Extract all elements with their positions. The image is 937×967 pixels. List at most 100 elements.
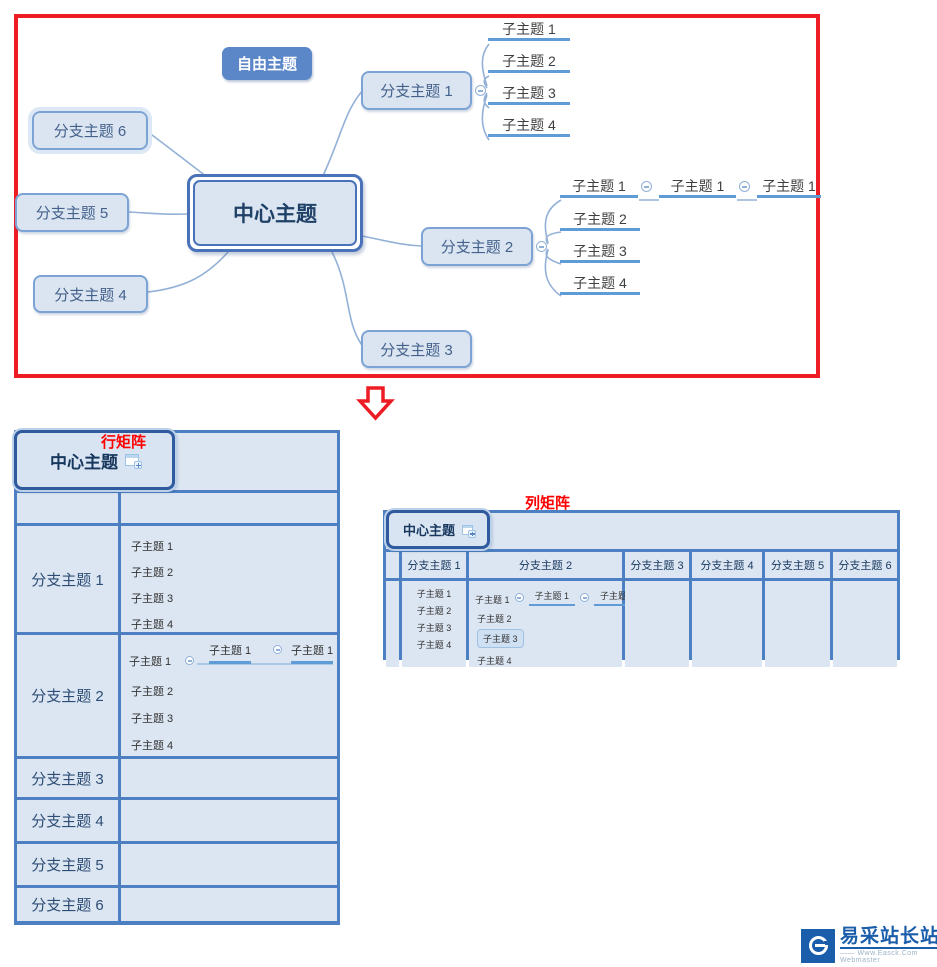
minus-circle-icon[interactable] (739, 181, 750, 192)
row-header-label: 分支主题 1 (31, 571, 104, 589)
subtopic-b1-4[interactable]: 子主题 4 (488, 116, 570, 137)
row-header-label: 分支主题 4 (31, 813, 104, 830)
central-topic[interactable]: 中心主题 (187, 174, 363, 252)
logo-subtitle: —— Www.Easck.Com Webmaster (840, 947, 937, 964)
branch-topic-5-label: 分支主题 5 (35, 205, 109, 222)
cell-subtopic[interactable]: 子主题 4 (416, 640, 452, 650)
minus-circle-icon[interactable] (514, 593, 524, 602)
col-cell-branch-5 (765, 581, 830, 667)
subtopic-label: 子主题 1 (670, 178, 725, 194)
cell-subtopic[interactable]: 子主题 3 (416, 623, 452, 633)
cell-subtopic[interactable]: 子主题 2 (131, 567, 174, 579)
row-cell-branch-3 (121, 759, 337, 797)
row-cell-branch-5 (121, 844, 337, 885)
row-header-branch-6[interactable]: 分支主题 6 (17, 888, 118, 921)
row-header-label: 分支主题 5 (31, 857, 104, 874)
col-header-label: 分支主题 3 (630, 560, 684, 572)
row-cell-branch-6 (121, 888, 337, 921)
subtopic-b1-3[interactable]: 子主题 3 (488, 84, 570, 105)
col-header-branch-4[interactable]: 分支主题 4 (692, 552, 762, 578)
free-topic[interactable]: 自由主题 (222, 47, 312, 80)
row-matrix-central-topic-label: 中心主题 (50, 452, 118, 472)
subtopic-b2-chain-2[interactable]: 子主题 1 (659, 177, 736, 198)
row-header-branch-1[interactable]: 分支主题 1 (17, 526, 118, 632)
insert-table-icon[interactable] (125, 454, 142, 469)
subtopic-b1-1[interactable]: 子主题 1 (488, 20, 570, 41)
row-header-branch-2[interactable]: 分支主题 2 (17, 635, 118, 756)
subtopic-label: 子主题 2 (573, 211, 627, 227)
minus-circle-icon[interactable] (580, 593, 590, 602)
row-header-label: 分支主题 2 (31, 688, 104, 705)
row-header-branch-3[interactable]: 分支主题 3 (17, 759, 118, 797)
col-header-branch-3[interactable]: 分支主题 3 (625, 552, 689, 578)
minus-circle-icon[interactable] (185, 656, 194, 665)
subtopic-label: 子主题 2 (502, 53, 556, 69)
branch-topic-1[interactable]: 分支主题 1 (361, 71, 472, 110)
subtopic-label: 子主题 1 (502, 21, 556, 37)
branch-topic-3[interactable]: 分支主题 3 (361, 330, 472, 368)
branch-topic-1-label: 分支主题 1 (380, 83, 453, 100)
col-header-branch-1[interactable]: 分支主题 1 (402, 552, 466, 578)
row-matrix-central-topic[interactable]: 中心主题 (14, 430, 175, 490)
cell-subtopic[interactable]: 子主题 2 (477, 614, 512, 624)
cell-subtopic[interactable]: 子主题 4 (131, 740, 174, 752)
col-matrix-empty-corner (386, 552, 399, 578)
logo-title: 易采站长站 (840, 926, 937, 947)
col-cell-branch-6 (833, 581, 897, 667)
col-header-branch-6[interactable]: 分支主题 6 (833, 552, 897, 578)
cell-subtopic[interactable]: 子主题 4 (477, 656, 512, 666)
subtopic-b2-chain-3[interactable]: 子主题 1 (757, 177, 821, 198)
row-cell-branch-1: 子主题 1 子主题 2 子主题 3 子主题 4 (121, 526, 337, 632)
cell-subtopic-selected[interactable]: 子主题 3 (477, 629, 524, 648)
col-header-label: 分支主题 5 (770, 560, 825, 572)
branch-topic-2[interactable]: 分支主题 2 (421, 227, 533, 266)
subtopic-b2-4[interactable]: 子主题 4 (560, 274, 640, 295)
row-matrix-empty-corner (17, 493, 118, 523)
branch-topic-6[interactable]: 分支主题 6 (28, 107, 152, 154)
col-matrix-central-topic-label: 中心主题 (402, 523, 455, 538)
subtopic-label: 子主题 4 (573, 275, 627, 291)
branch-topic-5[interactable]: 分支主题 5 (15, 193, 129, 232)
cell-subtopic[interactable]: 子主题 1 (209, 642, 252, 664)
cell-subtopic[interactable]: 子主题 2 (416, 606, 452, 616)
cell-subtopic[interactable]: 子主题 1 (594, 589, 641, 606)
subtopic-label: 子主题 3 (502, 85, 556, 101)
minus-circle-icon[interactable] (641, 181, 652, 192)
subtopic-chain: 子主题 1 子主题 1 子主题 1 (469, 581, 641, 606)
row-cell-branch-4 (121, 800, 337, 841)
row-header-branch-4[interactable]: 分支主题 4 (17, 800, 118, 841)
cell-subtopic[interactable]: 子主题 1 (131, 541, 174, 553)
minus-circle-icon[interactable] (475, 85, 486, 96)
subtopic-b2-2[interactable]: 子主题 2 (560, 210, 640, 231)
col-cell-branch-2: 子主题 1 子主题 1 子主题 1 子主题 2 子主题 3 子主题 4 (469, 581, 641, 667)
central-topic-label: 中心主题 (193, 180, 357, 246)
cell-subtopic[interactable]: 子主题 1 (291, 642, 334, 664)
cell-subtopic[interactable]: 子主题 1 (528, 589, 576, 606)
row-header-label: 分支主题 3 (31, 770, 104, 788)
col-header-branch-5[interactable]: 分支主题 5 (765, 552, 830, 578)
cell-subtopic[interactable]: 子主题 4 (131, 619, 174, 631)
branch-topic-2-label: 分支主题 2 (440, 239, 514, 256)
col-matrix-central-topic[interactable]: 中心主题 (386, 510, 490, 549)
cell-subtopic[interactable]: 子主题 1 (475, 595, 510, 605)
minus-circle-icon[interactable] (273, 645, 282, 654)
cell-subtopic[interactable]: 子主题 3 (131, 713, 174, 725)
subtopic-b1-2[interactable]: 子主题 2 (488, 52, 570, 73)
cell-subtopic[interactable]: 子主题 3 (131, 593, 174, 605)
col-header-branch-2[interactable]: 分支主题 2 (469, 552, 622, 578)
site-logo[interactable]: 易采站长站 —— Www.Easck.Com Webmaster (801, 927, 937, 964)
branch-topic-4[interactable]: 分支主题 4 (33, 275, 148, 313)
row-header-branch-5[interactable]: 分支主题 5 (17, 844, 118, 885)
col-header-label: 分支主题 4 (700, 560, 754, 572)
cell-subtopic[interactable]: 子主题 1 (416, 589, 452, 599)
subtopic-label: 子主题 4 (502, 117, 556, 133)
down-arrow-icon (356, 386, 395, 421)
insert-table-icon[interactable] (462, 524, 476, 538)
cell-subtopic[interactable]: 子主题 1 (129, 656, 172, 668)
subtopic-b2-chain-1[interactable]: 子主题 1 (560, 177, 638, 198)
branch-topic-6-label: 分支主题 6 (53, 123, 127, 140)
cell-subtopic[interactable]: 子主题 2 (131, 686, 174, 698)
minus-circle-icon[interactable] (536, 241, 547, 252)
subtopic-b2-3[interactable]: 子主题 3 (560, 242, 640, 263)
